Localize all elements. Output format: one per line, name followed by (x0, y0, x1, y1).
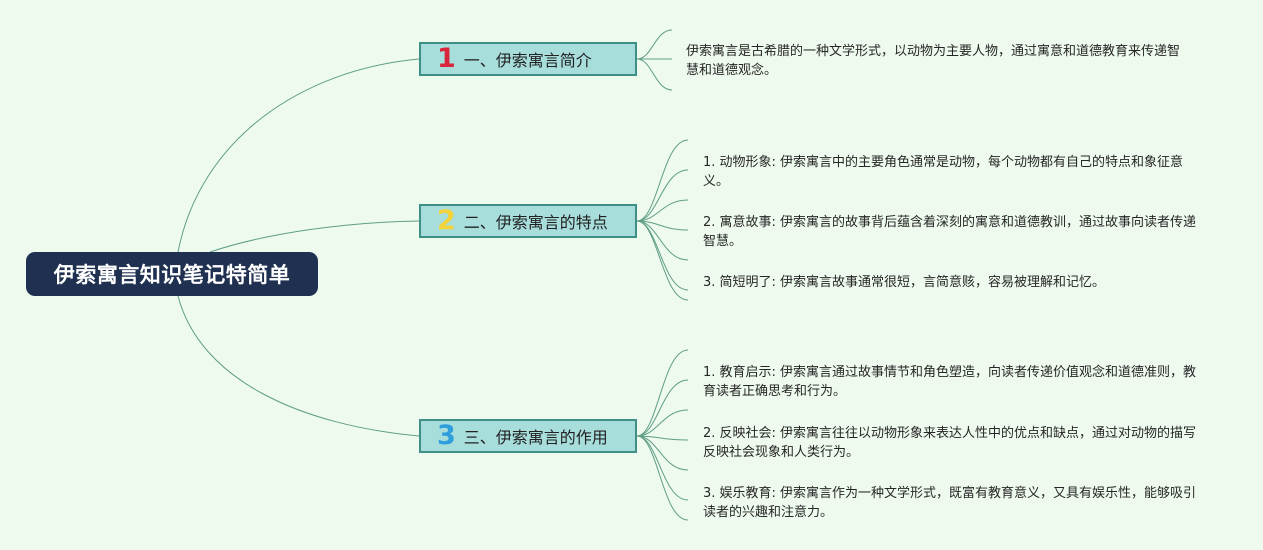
connector-topic-1-brace-top (636, 29, 673, 60)
connector-topic-2-line-3 (636, 199, 689, 222)
connector-root-topic-1 (177, 58, 420, 253)
connector-topic-3-line-6 (636, 435, 689, 501)
leaf-node-animal-images[interactable]: 1. 动物形象: 伊索寓言中的主要角色通常是动物，每个动物都有自己的特点和象征意… (703, 155, 1184, 189)
topic-number-badge: 3 (437, 420, 456, 451)
leaf-node-reflect-society[interactable]: 2. 反映社会: 伊索寓言往往以动物形象来表达人性中的优点和缺点，通过对动物的描… (703, 426, 1197, 460)
topic-label: 三、伊索寓言的作用 (463, 428, 608, 447)
topic-number-badge: 2 (437, 205, 456, 236)
connector-root-topic-2 (209, 220, 420, 253)
connector-topic-3-line-3 (636, 409, 689, 437)
topic-label: 二、伊索寓言的特点 (463, 213, 608, 232)
topic-node-functions[interactable]: 3 三、伊索寓言的作用 (419, 419, 637, 453)
connector-root-topic-3 (177, 295, 420, 437)
topic-node-intro[interactable]: 1 一、伊索寓言简介 (419, 42, 637, 76)
connector-topic-3-line-2 (636, 379, 689, 437)
connector-topic-3-line-1 (636, 349, 689, 437)
connector-topic-2-line-2 (636, 169, 689, 222)
connector-topic-2-line-1 (636, 139, 689, 222)
connector-topic-1-brace-bottom (636, 58, 673, 91)
connector-topic-2-line-6 (636, 220, 689, 291)
topic-node-features[interactable]: 2 二、伊索寓言的特点 (419, 204, 637, 238)
connector-topic-2-line-7 (636, 220, 689, 301)
leaf-node-intro[interactable]: 伊索寓言是古希腊的一种文学形式，以动物为主要人物，通过寓意和道德教育来传递智慧和… (686, 44, 1181, 78)
connector-topic-3-line-4 (636, 435, 689, 441)
topic-number-badge: 1 (437, 43, 456, 74)
topic-label: 一、伊索寓言简介 (463, 51, 592, 70)
leaf-node-entertainment[interactable]: 3. 娱乐教育: 伊索寓言作为一种文学形式，既富有教育意义，又具有娱乐性，能够吸… (703, 486, 1197, 520)
connector-topic-3-line-5 (636, 435, 689, 471)
root-title: 伊索寓言知识笔记特简单 (53, 263, 291, 287)
leaf-node-moral-stories[interactable]: 2. 寓意故事: 伊索寓言的故事背后蕴含着深刻的寓意和道德教训，通过故事向读者传… (703, 215, 1197, 249)
leaf-node-education[interactable]: 1. 教育启示: 伊索寓言通过故事情节和角色塑造，向读者传递价值观念和道德准则，… (703, 365, 1197, 399)
leaf-node-brief-clear[interactable]: 3. 简短明了: 伊索寓言故事通常很短，言简意赅，容易被理解和记忆。 (703, 275, 1106, 290)
connector-topic-2-line-5 (636, 220, 689, 261)
root-node[interactable]: 伊索寓言知识笔记特简单 (26, 252, 318, 296)
connector-topic-3-line-7 (636, 435, 689, 521)
